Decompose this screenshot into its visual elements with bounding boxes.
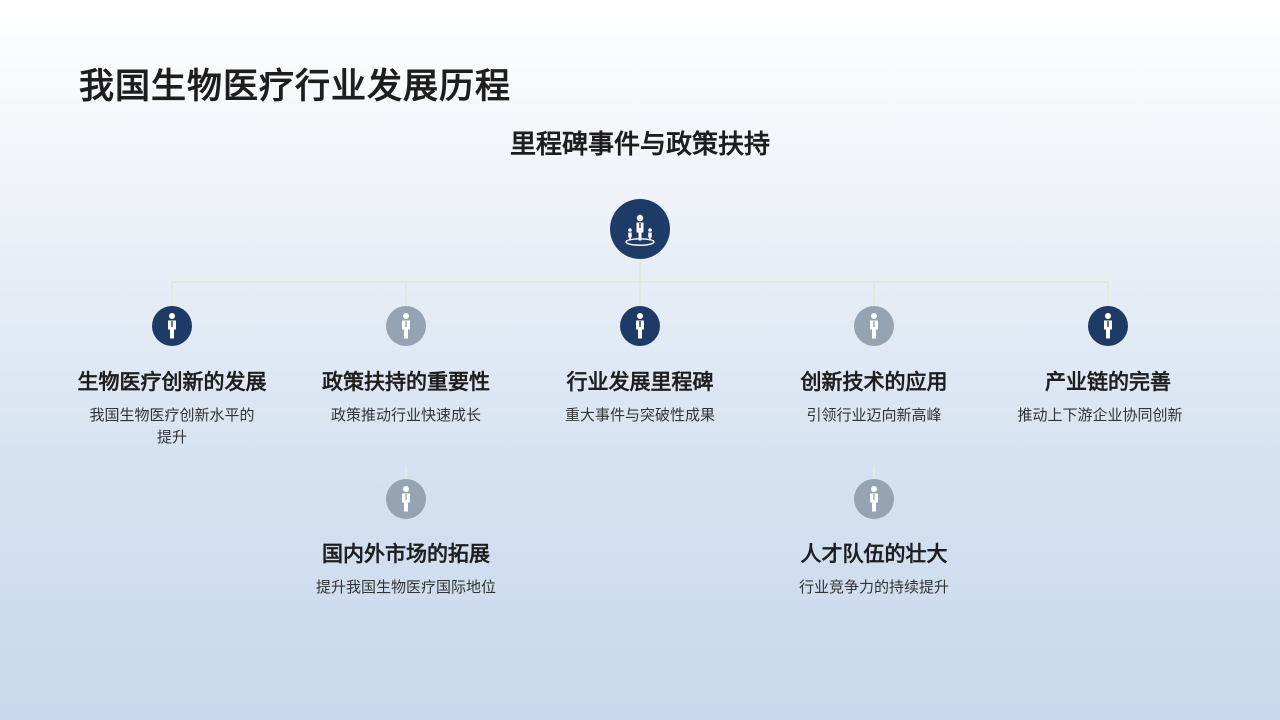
sub-connector-2 — [873, 466, 875, 480]
sub-connector-1 — [405, 466, 407, 480]
person-icon — [636, 313, 644, 339]
subnode-1-icon-circle — [386, 479, 426, 519]
node-title-milestone: 行业发展里程碑 — [566, 370, 714, 394]
node-desc-policy: 政策推动行业快速成长 — [330, 406, 481, 424]
node-title-policy: 政策扶持的重要性 — [322, 370, 490, 394]
branch-connector-3 — [639, 281, 641, 307]
subnode-desc-market: 提升我国生物医疗国际地位 — [315, 578, 496, 596]
node-3-icon-circle — [620, 306, 660, 346]
person-icon — [168, 313, 176, 339]
subnode-2-icon-circle — [854, 479, 894, 519]
node-desc-innovation: 我国生物医疗创新水平的提升 — [89, 406, 255, 446]
branch-connector-1 — [171, 281, 173, 307]
subnode-title-market: 国内外市场的拓展 — [322, 542, 490, 566]
root-connector — [639, 258, 641, 282]
node-2-icon-circle — [386, 306, 426, 346]
page-title: 我国生物医疗行业发展历程 — [79, 67, 512, 107]
branch-connector-2 — [405, 281, 407, 307]
node-title-technology: 创新技术的应用 — [800, 370, 948, 394]
person-icon — [402, 486, 410, 512]
node-1-icon-circle — [152, 306, 192, 346]
node-4-icon-circle — [854, 306, 894, 346]
branch-connector-5 — [1107, 281, 1109, 307]
node-desc-technology: 引领行业迈向新高峰 — [806, 406, 942, 424]
person-icon — [402, 313, 410, 339]
people-leader-icon — [625, 214, 655, 246]
node-desc-milestone: 重大事件与突破性成果 — [564, 406, 715, 424]
person-icon — [1104, 313, 1112, 339]
node-title-innovation: 生物医疗创新的发展 — [77, 370, 267, 394]
diagram-subtitle: 里程碑事件与政策扶持 — [509, 130, 770, 160]
branch-connector-4 — [873, 281, 875, 307]
subnode-title-talent: 人才队伍的壮大 — [800, 542, 948, 566]
person-icon — [870, 486, 878, 512]
node-title-supply-chain: 产业链的完善 — [1045, 370, 1171, 394]
node-desc-supply-chain: 推动上下游企业协同创新 — [1017, 406, 1183, 424]
root-node — [610, 199, 670, 259]
person-icon — [870, 313, 878, 339]
subnode-desc-talent: 行业竞争力的持续提升 — [798, 578, 949, 596]
node-5-icon-circle — [1088, 306, 1128, 346]
